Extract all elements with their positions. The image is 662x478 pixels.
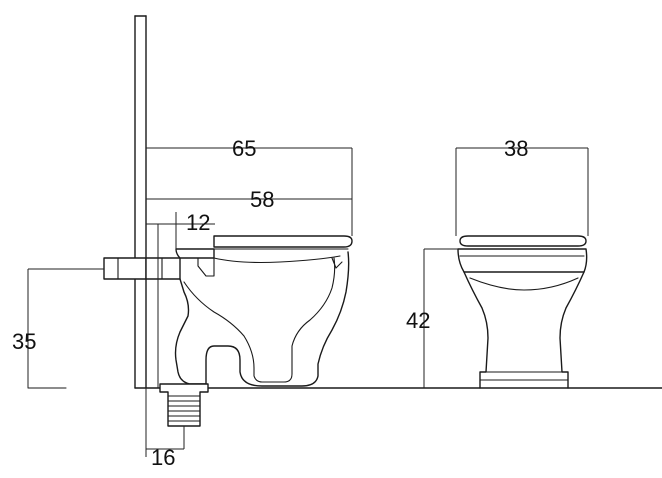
dimension-label-38: 38	[504, 136, 528, 161]
inlet-pipe	[103, 257, 147, 280]
dimension-label-42: 42	[406, 308, 430, 333]
dimension-inlet-height: 35	[12, 268, 104, 388]
dimension-label-16: 16	[151, 445, 175, 470]
toilet-side-view	[103, 235, 353, 427]
dimension-seat-depth: 58	[146, 187, 352, 212]
wall	[134, 15, 147, 389]
toilet-front-view	[457, 235, 588, 389]
front-bowl	[463, 271, 489, 389]
dimension-inlet-offset: 12	[146, 210, 215, 388]
dimension-label-65: 65	[232, 136, 256, 161]
outlet-pipe	[159, 383, 209, 427]
seat-lid	[213, 235, 353, 248]
dimension-outlet-offset: 16	[145, 388, 185, 470]
bowl-outline	[174, 251, 350, 387]
dimension-front-width: 38	[455, 136, 589, 236]
dimension-seat-height: 42	[406, 248, 458, 388]
dimension-label-58: 58	[250, 187, 274, 212]
front-seat	[459, 235, 587, 247]
dimension-label-35: 35	[12, 329, 36, 354]
dimension-overall-depth: 65	[146, 136, 353, 236]
dimension-label-12: 12	[186, 210, 210, 235]
